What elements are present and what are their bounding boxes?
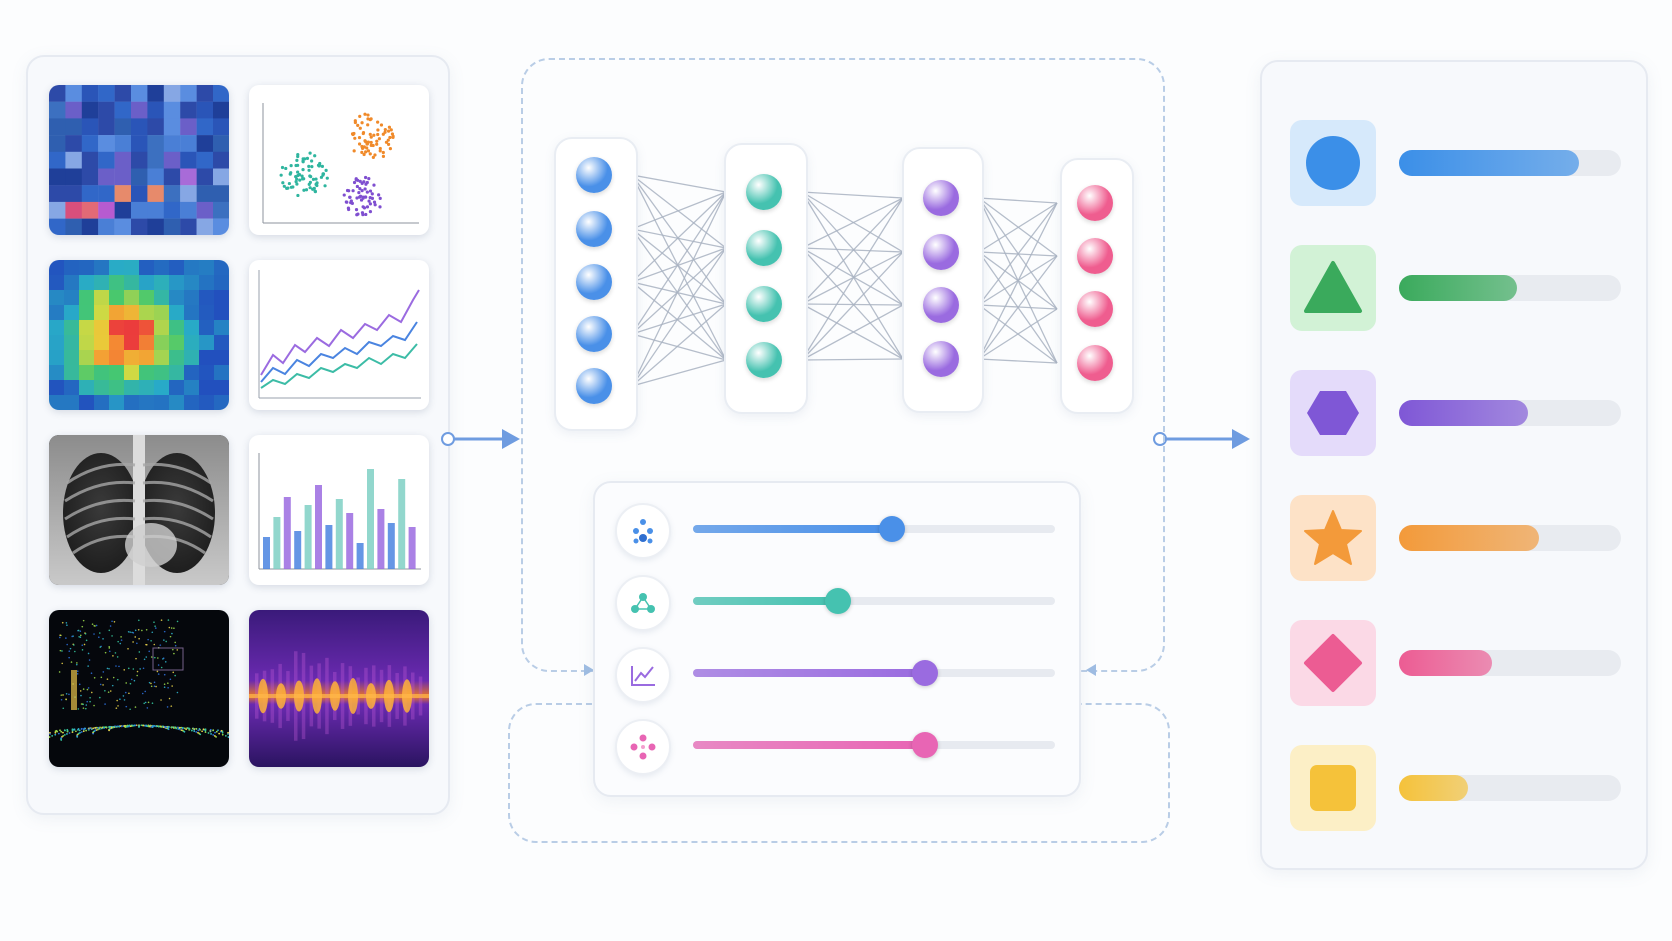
score-bar	[1399, 275, 1621, 301]
score-bar-fill	[1399, 400, 1528, 426]
layer-4-node[interactable]	[1077, 345, 1113, 381]
score-bar-fill	[1399, 150, 1579, 176]
layer-3-node[interactable]	[923, 234, 959, 270]
square-icon	[1290, 745, 1376, 831]
lidar-point-cloud-tile[interactable]	[49, 610, 229, 767]
slider-fill	[693, 741, 925, 749]
layer-4-node[interactable]	[1077, 238, 1113, 274]
slider-thumb[interactable]	[911, 732, 938, 758]
layer-2-node[interactable]	[746, 174, 782, 210]
loop-arrow-right-icon	[1086, 664, 1096, 676]
hexagon-icon	[1290, 370, 1376, 456]
line-chart-tile[interactable]	[249, 260, 429, 410]
layer-3-node[interactable]	[923, 341, 959, 377]
input-arrow-icon	[441, 429, 520, 449]
nodes-icon	[615, 575, 671, 631]
point-cloud-icon	[49, 619, 229, 741]
heatmap-thermal-icon	[49, 260, 229, 410]
layer-2-node[interactable]	[746, 286, 782, 322]
scatter-clusters-tile[interactable]	[249, 85, 429, 235]
loop-arrow-left-icon	[584, 664, 594, 676]
slider-thumb[interactable]	[879, 516, 906, 542]
heatmap-blue-icon	[49, 85, 229, 235]
layer-3-node[interactable]	[923, 287, 959, 323]
circle-icon	[1290, 120, 1376, 206]
thermal-heatmap-tile[interactable]	[49, 260, 229, 410]
layer-3-node[interactable]	[923, 180, 959, 216]
slider-fill	[693, 669, 925, 677]
input-panel	[26, 55, 450, 815]
triangle-icon	[1290, 245, 1376, 331]
layer-1-node[interactable]	[576, 157, 612, 193]
chest-xray-tile[interactable]	[49, 435, 229, 585]
bar-chart-icon	[258, 453, 421, 570]
score-bar-fill	[1399, 525, 1539, 551]
output-panel	[1260, 60, 1648, 870]
grid-heatmap-tile[interactable]	[49, 85, 229, 235]
bar-chart-tile[interactable]	[249, 435, 429, 585]
score-bar-fill	[1399, 775, 1468, 801]
line-chart-icon	[258, 270, 421, 399]
layer-1-node[interactable]	[576, 316, 612, 352]
trend-icon	[615, 647, 671, 703]
slider-thumb[interactable]	[911, 660, 938, 686]
layer-1-node[interactable]	[576, 264, 612, 300]
star-icon	[1290, 495, 1376, 581]
parameter-slider[interactable]	[693, 516, 1055, 542]
score-bar	[1399, 775, 1621, 801]
parameter-slider[interactable]	[693, 732, 1055, 758]
layer-4-node[interactable]	[1077, 185, 1113, 221]
score-bar-fill	[1399, 275, 1517, 301]
layer-2-node[interactable]	[746, 230, 782, 266]
layer-1-node[interactable]	[576, 368, 612, 404]
layer-1-node[interactable]	[576, 211, 612, 247]
droplets-icon	[615, 503, 671, 559]
cluster-icon	[615, 719, 671, 775]
parameter-slider[interactable]	[693, 588, 1055, 614]
spectrogram-icon	[249, 610, 429, 767]
parameter-slider[interactable]	[693, 660, 1055, 686]
score-bar-fill	[1399, 650, 1493, 676]
score-bar	[1399, 650, 1621, 676]
diamond-icon	[1290, 620, 1376, 706]
slider-fill	[693, 597, 838, 605]
slider-fill	[693, 525, 893, 533]
score-bar	[1399, 400, 1621, 426]
xray-icon	[49, 435, 229, 585]
layer-2-node[interactable]	[746, 342, 782, 378]
score-bar	[1399, 525, 1621, 551]
layer-4-node[interactable]	[1077, 291, 1113, 327]
scatter-plot-icon	[262, 103, 419, 224]
spectrogram-tile[interactable]	[249, 610, 429, 767]
hyperparameter-panel	[593, 481, 1081, 797]
score-bar	[1399, 150, 1621, 176]
slider-thumb[interactable]	[824, 588, 851, 614]
